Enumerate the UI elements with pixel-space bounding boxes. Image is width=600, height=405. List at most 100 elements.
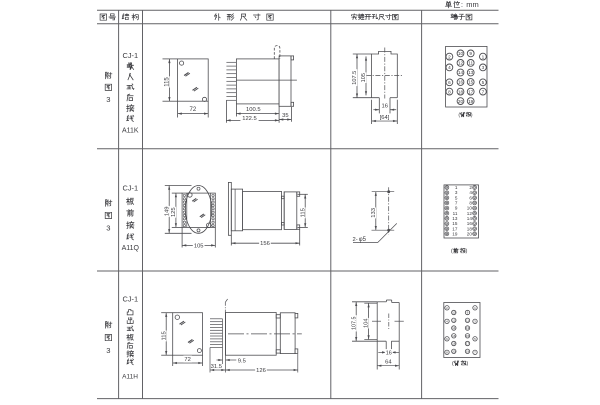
svg-text:12: 12 bbox=[458, 61, 464, 66]
svg-text:72: 72 bbox=[184, 357, 190, 363]
svg-text:3: 3 bbox=[474, 320, 476, 324]
svg-text:(: ( bbox=[452, 361, 454, 367]
svg-text:122.5: 122.5 bbox=[242, 116, 257, 122]
svg-text:16: 16 bbox=[458, 80, 464, 85]
svg-text:17: 17 bbox=[452, 226, 458, 231]
svg-text:15: 15 bbox=[452, 221, 458, 226]
svg-text:156: 156 bbox=[260, 241, 270, 247]
svg-text:105: 105 bbox=[361, 73, 367, 82]
svg-text:2-: 2- bbox=[353, 237, 358, 243]
svg-text:133: 133 bbox=[371, 208, 377, 218]
svg-text:2: 2 bbox=[469, 185, 472, 190]
svg-text:(: ( bbox=[451, 249, 453, 255]
svg-text:14: 14 bbox=[458, 70, 464, 75]
svg-text:3: 3 bbox=[106, 95, 110, 104]
svg-text:[64]: [64] bbox=[380, 115, 390, 121]
svg-text:10: 10 bbox=[467, 206, 473, 211]
svg-text:CJ-1: CJ-1 bbox=[122, 295, 138, 304]
svg-text:16: 16 bbox=[452, 334, 456, 338]
svg-text:13: 13 bbox=[468, 70, 474, 75]
svg-text:115: 115 bbox=[165, 77, 171, 87]
svg-text:7: 7 bbox=[455, 201, 458, 206]
svg-text:4: 4 bbox=[448, 65, 451, 70]
svg-text:115: 115 bbox=[161, 331, 167, 340]
svg-text:CJ-1: CJ-1 bbox=[122, 51, 138, 60]
svg-text:125: 125 bbox=[171, 207, 177, 217]
svg-text:(: ( bbox=[458, 112, 460, 118]
svg-text:13: 13 bbox=[452, 216, 458, 221]
svg-text:14: 14 bbox=[467, 216, 473, 221]
svg-text:6: 6 bbox=[469, 195, 472, 200]
svg-text:20: 20 bbox=[467, 231, 473, 236]
svg-text:3: 3 bbox=[106, 224, 110, 233]
svg-text:2: 2 bbox=[446, 306, 448, 310]
svg-text:105: 105 bbox=[194, 243, 204, 249]
svg-text:115: 115 bbox=[300, 208, 306, 217]
svg-text:A11Q: A11Q bbox=[122, 245, 140, 252]
svg-text:5: 5 bbox=[482, 80, 485, 85]
svg-text:107.5: 107.5 bbox=[351, 317, 357, 331]
svg-text:8: 8 bbox=[448, 89, 451, 94]
svg-text:20: 20 bbox=[452, 350, 456, 354]
svg-text:φ5: φ5 bbox=[359, 237, 367, 243]
svg-text:64: 64 bbox=[385, 360, 392, 366]
svg-text:16: 16 bbox=[386, 350, 392, 356]
svg-text:3: 3 bbox=[482, 65, 485, 70]
svg-text:18: 18 bbox=[458, 89, 464, 94]
svg-text:17: 17 bbox=[466, 342, 470, 346]
svg-text:10: 10 bbox=[458, 51, 464, 56]
svg-text:11: 11 bbox=[468, 61, 473, 66]
svg-text:11: 11 bbox=[453, 211, 458, 216]
svg-text:2: 2 bbox=[448, 54, 451, 59]
svg-text:A11K: A11K bbox=[122, 128, 139, 135]
svg-text:16: 16 bbox=[467, 221, 473, 226]
svg-text:18: 18 bbox=[467, 226, 473, 231]
svg-text:16: 16 bbox=[381, 103, 387, 109]
svg-text:14: 14 bbox=[452, 326, 456, 330]
svg-text:5: 5 bbox=[474, 337, 476, 341]
svg-text:72: 72 bbox=[190, 107, 197, 113]
svg-text:19: 19 bbox=[452, 231, 458, 236]
svg-text:11: 11 bbox=[466, 319, 469, 323]
svg-text:6: 6 bbox=[448, 80, 451, 85]
svg-text:4: 4 bbox=[446, 320, 448, 324]
svg-text:9.5: 9.5 bbox=[238, 358, 246, 364]
svg-text:10: 10 bbox=[452, 311, 456, 315]
svg-text:149: 149 bbox=[164, 206, 170, 216]
svg-text:18: 18 bbox=[452, 342, 456, 346]
svg-text:3: 3 bbox=[455, 190, 458, 195]
svg-text:19: 19 bbox=[466, 350, 470, 354]
svg-text:15: 15 bbox=[466, 334, 470, 338]
svg-text:3: 3 bbox=[106, 346, 110, 355]
svg-text:19: 19 bbox=[468, 99, 474, 104]
svg-text:126: 126 bbox=[256, 368, 266, 374]
svg-text:mm: mm bbox=[466, 0, 479, 9]
svg-text:13: 13 bbox=[466, 326, 470, 330]
svg-text:): ) bbox=[471, 112, 473, 118]
svg-text:100.5: 100.5 bbox=[246, 107, 261, 113]
svg-text:12: 12 bbox=[467, 211, 473, 216]
svg-text::: : bbox=[461, 2, 463, 9]
svg-text:): ) bbox=[466, 361, 468, 367]
svg-text:5: 5 bbox=[455, 195, 458, 200]
svg-text:9: 9 bbox=[455, 206, 458, 211]
svg-text:9: 9 bbox=[469, 51, 472, 56]
svg-text:12: 12 bbox=[452, 319, 456, 323]
svg-text:A11H: A11H bbox=[122, 374, 138, 381]
svg-text:7: 7 bbox=[474, 351, 476, 355]
svg-text:15: 15 bbox=[468, 80, 474, 85]
svg-text:6: 6 bbox=[446, 337, 448, 341]
svg-text:35: 35 bbox=[282, 113, 288, 119]
svg-text:107.5: 107.5 bbox=[352, 71, 358, 85]
svg-text:4: 4 bbox=[469, 190, 472, 195]
svg-text:8: 8 bbox=[469, 201, 472, 206]
svg-text:1: 1 bbox=[482, 54, 485, 59]
svg-text:7: 7 bbox=[482, 89, 485, 94]
svg-text:CJ-1: CJ-1 bbox=[122, 184, 138, 193]
svg-text:17: 17 bbox=[468, 89, 474, 94]
svg-text:1: 1 bbox=[474, 306, 476, 310]
svg-text:8: 8 bbox=[446, 351, 448, 355]
svg-text:104: 104 bbox=[364, 319, 370, 328]
svg-text:1: 1 bbox=[455, 185, 458, 190]
svg-text:9: 9 bbox=[467, 311, 469, 315]
